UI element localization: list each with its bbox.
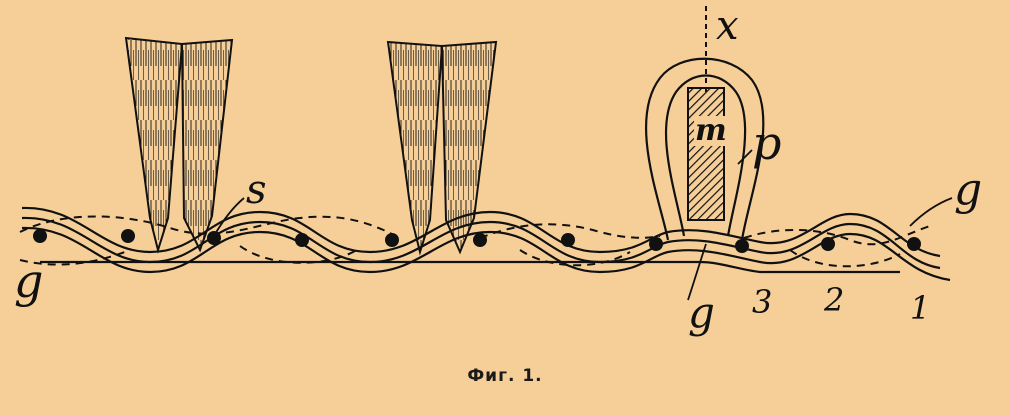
weft-dots	[33, 229, 921, 253]
figure-caption: Фиг. 1.	[467, 366, 543, 386]
label-g-right: g	[954, 164, 983, 215]
label-3: 3	[752, 283, 773, 321]
label-g-bottom: g	[688, 288, 715, 337]
leader-lines	[213, 149, 953, 301]
label-m: m	[694, 113, 728, 148]
label-2: 2	[824, 281, 845, 319]
pile-loop	[645, 57, 765, 241]
label-s: s	[246, 167, 267, 213]
pile-tuft-left	[124, 36, 234, 254]
weft-dashed-path	[19, 215, 931, 268]
label-x: x	[716, 3, 739, 49]
label-g-left: g	[14, 254, 44, 308]
label-1: 1	[910, 289, 931, 327]
pile-tuft-middle	[386, 40, 498, 256]
rod-m	[687, 87, 725, 221]
label-p: p	[752, 116, 782, 170]
